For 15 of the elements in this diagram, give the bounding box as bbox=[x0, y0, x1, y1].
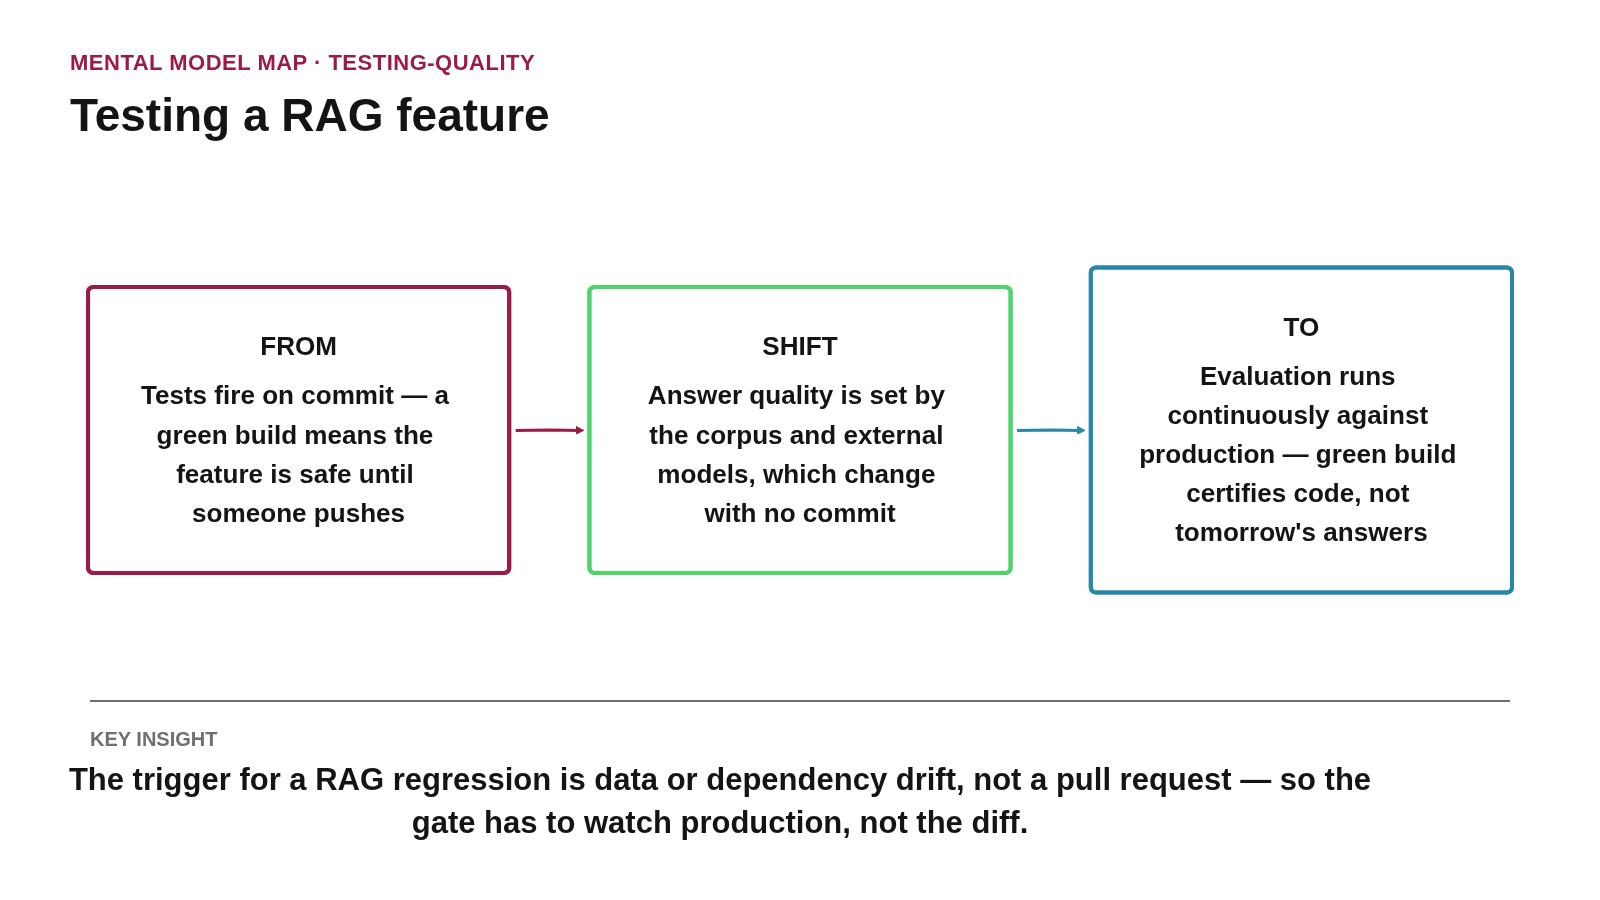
column-heading: TO bbox=[1283, 310, 1320, 344]
box-text: Evaluation runs continuously against production — green build certifies code, not tomorrow's answers bbox=[1139, 360, 1458, 548]
column-heading: FROM bbox=[260, 330, 337, 364]
kicker-text: MENTAL MODEL MAP · TESTING-QUALITY bbox=[70, 50, 536, 76]
process-box bbox=[1088, 265, 1514, 595]
process-box bbox=[86, 285, 512, 575]
process-box bbox=[587, 285, 1013, 575]
box-text: Tests fire on commit — a green build means the feature is safe until someone pushes bbox=[140, 380, 451, 528]
title-heading: Testing a RAG feature bbox=[70, 88, 550, 142]
section-label: KEY INSIGHT bbox=[90, 728, 218, 751]
box-text: Answer quality is set by the corpus and external models, which change with no commit bbox=[647, 380, 946, 528]
column-heading: SHIFT bbox=[762, 330, 838, 364]
insight-text: The trigger for a RAG regression is data or dependency drift, not a pull request — so the gate has to watch production, not the diff. bbox=[67, 761, 1373, 843]
arrow bbox=[1017, 425, 1086, 435]
arrow bbox=[515, 425, 585, 435]
